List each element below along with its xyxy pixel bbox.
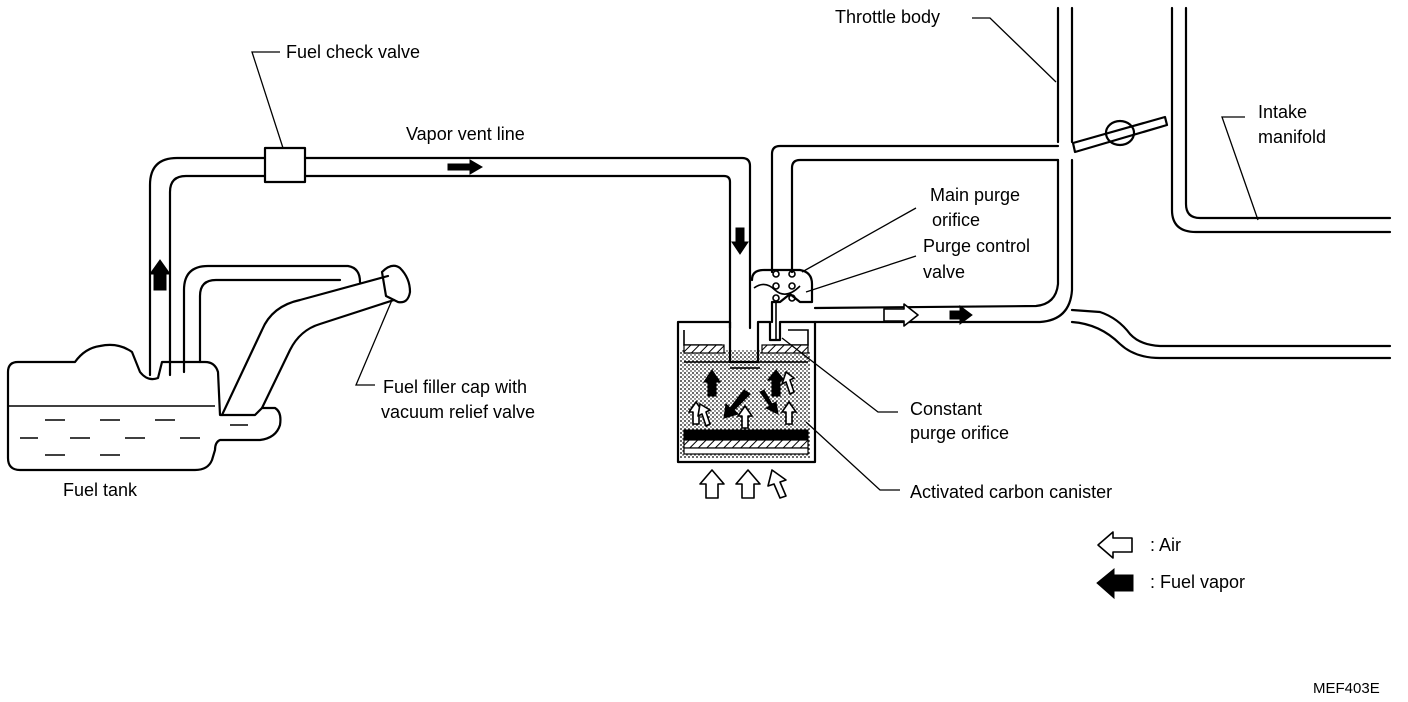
legend-fuel-vapor-label: : Fuel vapor bbox=[1150, 572, 1245, 592]
legend-fuel-vapor-icon bbox=[1096, 567, 1134, 600]
purge-line bbox=[770, 144, 1060, 274]
throttle-valve bbox=[1071, 115, 1169, 154]
fuel-vapor-arrows bbox=[149, 159, 973, 419]
fuel-filler-cap bbox=[380, 264, 412, 304]
fuel-check-valve bbox=[263, 146, 307, 184]
label-purge-control-valve-line2: valve bbox=[923, 262, 965, 282]
legend-air-icon bbox=[1097, 531, 1133, 559]
intake-manifold bbox=[1170, 6, 1392, 234]
label-fuel-check-valve: Fuel check valve bbox=[286, 42, 420, 62]
label-main-purge-orifice-line2: orifice bbox=[932, 210, 980, 230]
label-purge-control-valve-line1: Purge control bbox=[923, 236, 1030, 256]
throttle-body bbox=[813, 6, 1392, 360]
label-constant-purge-orifice-line1: Constant bbox=[910, 399, 982, 419]
legend-air-label: : Air bbox=[1150, 535, 1181, 555]
vapor-vent-line bbox=[303, 156, 752, 330]
label-constant-purge-orifice-line2: purge orifice bbox=[910, 423, 1009, 443]
label-fuel-tank: Fuel tank bbox=[63, 480, 138, 500]
leader-lines bbox=[251, 17, 1259, 491]
legend: : Air : Fuel vapor bbox=[1096, 531, 1245, 600]
filler-neck bbox=[182, 264, 396, 417]
figure-code: MEF403E bbox=[1313, 680, 1380, 697]
tank-vent-riser bbox=[148, 156, 267, 377]
label-intake-manifold-line1: Intake bbox=[1258, 102, 1307, 122]
label-main-purge-orifice-line1: Main purge bbox=[930, 185, 1020, 205]
label-fuel-filler-cap-line2: vacuum relief valve bbox=[381, 402, 535, 422]
label-throttle-body: Throttle body bbox=[835, 7, 940, 27]
label-activated-carbon-canister: Activated carbon canister bbox=[910, 482, 1112, 502]
fuel-tank bbox=[6, 343, 282, 472]
label-vapor-vent-line: Vapor vent line bbox=[406, 124, 525, 144]
label-fuel-filler-cap-line1: Fuel filler cap with bbox=[383, 377, 527, 397]
air-arrows bbox=[688, 303, 919, 499]
fuel-level-dashes bbox=[20, 419, 248, 456]
label-intake-manifold-line2: manifold bbox=[1258, 127, 1326, 147]
